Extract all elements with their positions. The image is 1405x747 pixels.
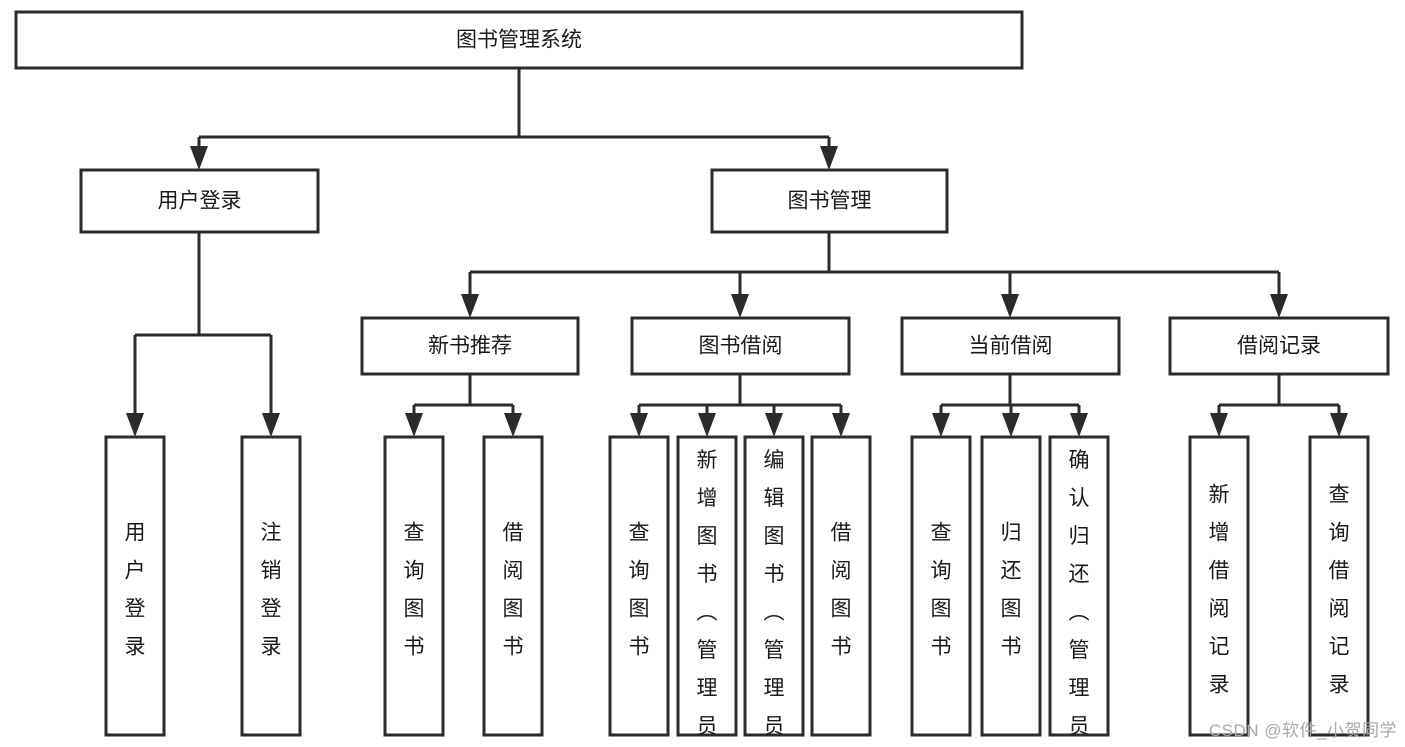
- node-leaf-add-book-box[interactable]: [676, 435, 738, 737]
- node-leaf-borrow-books-2[interactable]: 借阅图书: [810, 435, 872, 737]
- node-book-management-box[interactable]: [710, 168, 949, 234]
- watermark-text: CSDN @软件_小贺同学: [1208, 721, 1397, 740]
- node-leaf-borrow-books-2-label: 借阅图书: [831, 522, 852, 659]
- node-leaf-logout-label: 注销登录: [261, 522, 282, 659]
- node-leaf-query-books-2[interactable]: 查询图书: [608, 435, 670, 737]
- node-leaf-query-record[interactable]: 查询借阅记录: [1308, 435, 1370, 737]
- node-leaf-user-login-box[interactable]: [104, 435, 166, 737]
- node-leaf-edit-book-label: 编辑图书︵管理员︶: [764, 449, 785, 747]
- node-leaf-query-record-box[interactable]: [1308, 435, 1370, 737]
- edge-group-borrow-records-to-leaves: [1210, 374, 1348, 437]
- arrow-head-icon: [630, 413, 648, 437]
- node-leaf-return-book-box[interactable]: [980, 435, 1042, 737]
- arrow-head-icon: [932, 413, 950, 437]
- node-new-book-recommend[interactable]: 新书推荐: [360, 316, 580, 376]
- node-root-system-box[interactable]: [14, 10, 1024, 70]
- arrow-head-icon: [1210, 413, 1228, 437]
- node-leaf-borrow-books-1[interactable]: 借阅图书: [482, 435, 544, 737]
- node-borrow-records[interactable]: 借阅记录: [1168, 316, 1390, 376]
- arrow-head-icon: [832, 413, 850, 437]
- edge-group-current-borrow-to-leaves: [932, 374, 1088, 437]
- node-leaf-query-books-1-label: 查询图书: [404, 522, 425, 659]
- node-user-login[interactable]: 用户登录: [79, 168, 320, 234]
- arrow-head-icon: [190, 146, 208, 170]
- node-leaf-add-book-label: 新增图书︵管理员︶: [697, 449, 718, 747]
- node-leaf-edit-book-box[interactable]: [743, 435, 805, 737]
- node-leaf-query-books-3-label: 查询图书: [931, 522, 952, 659]
- arrow-head-icon: [765, 413, 783, 437]
- edges-layer: [126, 68, 1348, 437]
- node-user-login-label: 用户登录: [158, 190, 242, 213]
- node-current-borrow-label: 当前借阅: [969, 335, 1053, 358]
- arrow-head-icon: [504, 413, 522, 437]
- node-leaf-query-books-2-box[interactable]: [608, 435, 670, 737]
- node-leaf-add-record-label: 新增借阅记录: [1209, 484, 1230, 697]
- arrow-head-icon: [731, 294, 749, 318]
- node-leaf-return-book[interactable]: 归还图书: [980, 435, 1042, 737]
- node-book-management[interactable]: 图书管理: [710, 168, 949, 234]
- node-current-borrow-box[interactable]: [900, 316, 1121, 376]
- node-leaf-add-book[interactable]: 新增图书︵管理员︶: [676, 435, 738, 747]
- node-leaf-query-books-1-box[interactable]: [383, 435, 445, 737]
- node-new-book-recommend-label: 新书推荐: [428, 335, 512, 358]
- arrow-head-icon: [126, 413, 144, 437]
- node-leaf-confirm-return[interactable]: 确认归还︵管理员︶: [1048, 435, 1110, 747]
- node-leaf-query-record-label: 查询借阅记录: [1329, 484, 1350, 697]
- node-leaf-confirm-return-box[interactable]: [1048, 435, 1110, 737]
- node-user-login-box[interactable]: [79, 168, 320, 234]
- node-book-borrow-label: 图书借阅: [699, 335, 783, 358]
- arrow-head-icon: [405, 413, 423, 437]
- node-leaf-borrow-books-1-label: 借阅图书: [503, 522, 524, 659]
- node-leaf-add-record[interactable]: 新增借阅记录: [1188, 435, 1250, 737]
- node-root-system-label: 图书管理系统: [456, 29, 582, 52]
- node-root-system[interactable]: 图书管理系统: [14, 10, 1024, 70]
- arrow-head-icon: [1330, 413, 1348, 437]
- node-book-management-label: 图书管理: [788, 190, 872, 213]
- node-leaf-user-login-label: 用户登录: [125, 522, 146, 659]
- node-leaf-query-books-2-label: 查询图书: [629, 522, 650, 659]
- edge-group-new-book-to-leaves: [405, 374, 522, 437]
- arrow-head-icon: [820, 146, 838, 170]
- node-new-book-recommend-box[interactable]: [360, 316, 580, 376]
- arrow-head-icon: [262, 413, 280, 437]
- node-book-borrow[interactable]: 图书借阅: [630, 316, 851, 376]
- edge-group-root-to-level2: [190, 68, 838, 170]
- node-leaf-query-books-1[interactable]: 查询图书: [383, 435, 445, 737]
- node-leaf-borrow-books-2-box[interactable]: [810, 435, 872, 737]
- node-leaf-borrow-books-1-box[interactable]: [482, 435, 544, 737]
- edge-group-book-management-to-level3: [461, 232, 1288, 318]
- arrow-head-icon: [698, 413, 716, 437]
- nodes-layer: 图书管理系统用户登录图书管理新书推荐图书借阅当前借阅借阅记录用户登录注销登录查询…: [14, 10, 1390, 747]
- arrow-head-icon: [1070, 413, 1088, 437]
- node-leaf-logout[interactable]: 注销登录: [240, 435, 302, 737]
- node-leaf-query-books-3[interactable]: 查询图书: [910, 435, 972, 737]
- node-borrow-records-label: 借阅记录: [1237, 335, 1321, 358]
- arrow-head-icon: [461, 294, 479, 318]
- edge-group-book-borrow-to-leaves: [630, 374, 850, 437]
- node-leaf-query-books-3-box[interactable]: [910, 435, 972, 737]
- node-book-borrow-box[interactable]: [630, 316, 851, 376]
- node-leaf-edit-book[interactable]: 编辑图书︵管理员︶: [743, 435, 805, 747]
- node-current-borrow[interactable]: 当前借阅: [900, 316, 1121, 376]
- arrow-head-icon: [1270, 294, 1288, 318]
- node-leaf-confirm-return-label: 确认归还︵管理员︶: [1069, 449, 1090, 747]
- edge-group-user-login-to-leaves: [126, 232, 280, 437]
- node-leaf-user-login[interactable]: 用户登录: [104, 435, 166, 737]
- arrow-head-icon: [1002, 413, 1020, 437]
- node-leaf-add-record-box[interactable]: [1188, 435, 1250, 737]
- node-borrow-records-box[interactable]: [1168, 316, 1390, 376]
- arrow-head-icon: [1001, 294, 1019, 318]
- node-leaf-return-book-label: 归还图书: [1001, 522, 1022, 659]
- node-leaf-logout-box[interactable]: [240, 435, 302, 737]
